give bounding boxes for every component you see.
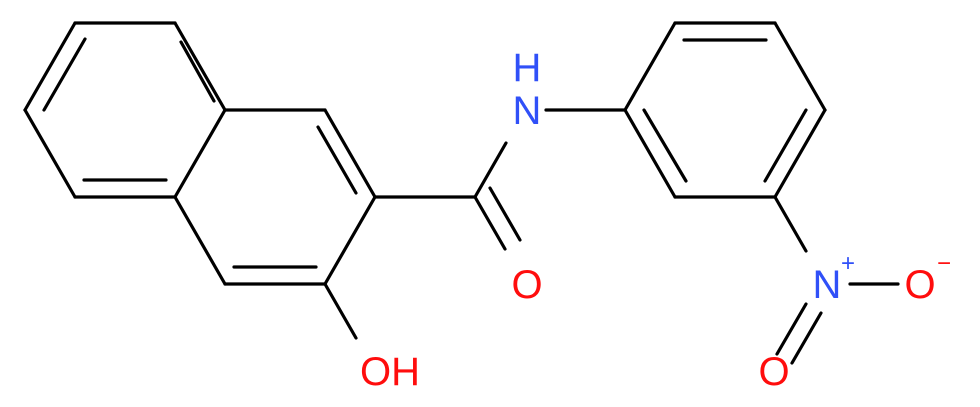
bond [473, 195, 507, 251]
amide-n-hydrogen: H [513, 46, 542, 90]
bond-layer [23, 21, 900, 365]
bond [323, 108, 377, 199]
bond [763, 108, 808, 183]
amide-n-symbol: N [513, 89, 542, 133]
nitro-oxygen-minus-label: O − [904, 250, 951, 307]
bond [790, 311, 823, 365]
bond [773, 195, 808, 253]
bond [323, 195, 377, 286]
nitro-o-minus-charge: − [937, 250, 951, 277]
bond [773, 21, 827, 112]
bond [173, 195, 227, 286]
bond [323, 282, 358, 340]
bond [773, 108, 827, 199]
bond [775, 302, 808, 356]
bond [623, 108, 677, 199]
bond [179, 40, 216, 103]
bond [623, 21, 677, 112]
bond [23, 108, 77, 199]
bond [473, 141, 508, 199]
nitro-n-charge: + [841, 250, 855, 277]
hydroxyl-label: OH [360, 350, 420, 394]
bond [488, 186, 522, 242]
bond [173, 21, 227, 112]
bond [173, 108, 227, 199]
bond [642, 108, 688, 183]
nitro-n-symbol: N [813, 263, 842, 307]
amide-nitrogen-label: N H [513, 46, 542, 133]
bond [316, 125, 358, 195]
atom-labels: N H O OH N + O − O [360, 46, 951, 394]
nitro-nitrogen-label: N + [813, 250, 855, 307]
bond [42, 37, 87, 112]
carbonyl-oxygen-label: O [511, 263, 542, 307]
nitro-o-minus-symbol: O [904, 263, 935, 307]
nitro-oxygen-double-label: O [758, 350, 789, 394]
bond [23, 21, 77, 112]
